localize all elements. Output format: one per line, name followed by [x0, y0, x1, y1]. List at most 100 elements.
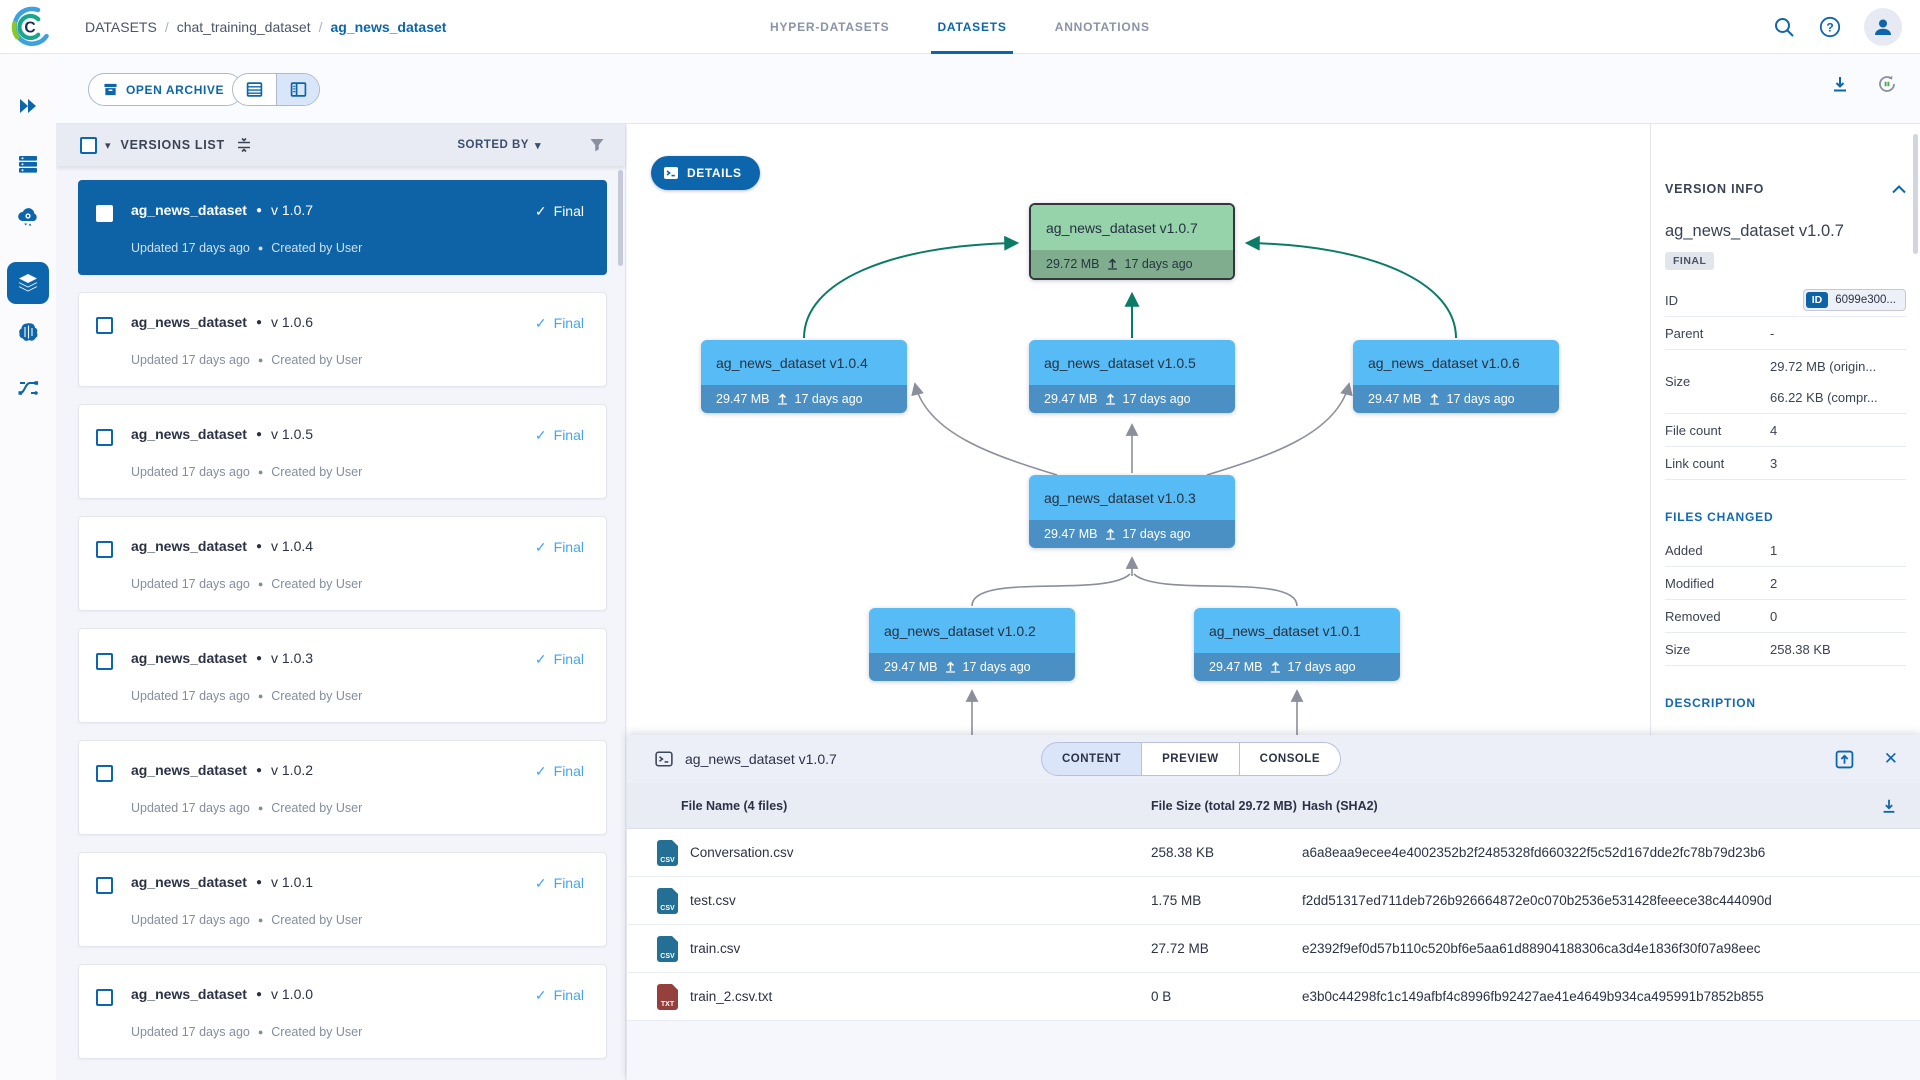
info-row-changed-size: Size 258.38 KB [1665, 633, 1906, 666]
graph-node-v1-0-6[interactable]: ag_news_dataset v1.0.6 29.47 MB 17 days … [1353, 340, 1559, 413]
txt-file-icon: TXT [657, 983, 678, 1010]
graph-node-v1-0-4[interactable]: ag_news_dataset v1.0.4 29.47 MB 17 days … [701, 340, 907, 413]
split-view-button[interactable] [276, 74, 319, 105]
version-checkbox[interactable] [96, 429, 113, 446]
graph-node-v1-0-2[interactable]: ag_news_dataset v1.0.2 29.47 MB 17 days … [869, 608, 1075, 681]
terminal-icon [664, 167, 678, 179]
tab-annotations[interactable]: ANNOTATIONS [1054, 20, 1150, 34]
clearml-logo-icon[interactable]: C [8, 5, 52, 49]
row-density-icon[interactable] [235, 136, 253, 154]
panel-filler [627, 1021, 1920, 1080]
info-row-id: ID ID 6099e300... [1665, 284, 1906, 317]
file-table-header: File Name (4 files) File Size (total 29.… [627, 783, 1920, 829]
info-row-removed: Removed 0 [1665, 600, 1906, 633]
info-row-added: Added 1 [1665, 534, 1906, 567]
open-archive-button[interactable]: OPEN ARCHIVE [88, 73, 244, 106]
tab-hyper-datasets[interactable]: HYPER-DATASETS [770, 20, 890, 34]
pipelines-icon[interactable] [16, 376, 40, 400]
download-icon[interactable] [1830, 74, 1850, 94]
version-checkbox[interactable] [96, 653, 113, 670]
graph-node-v1-0-1[interactable]: ag_news_dataset v1.0.1 29.47 MB 17 days … [1194, 608, 1400, 681]
versions-list: ag_news_dataset●v 1.0.7 ✓Final Updated 1… [56, 166, 625, 1059]
version-item-1-0-3[interactable]: ag_news_dataset●v 1.0.3 ✓Final Updated 1… [78, 628, 607, 723]
tab-console[interactable]: CONSOLE [1239, 742, 1342, 776]
sidebar-item-datasets[interactable] [7, 262, 49, 304]
tab-content[interactable]: CONTENT [1041, 742, 1143, 776]
version-item-1-0-1[interactable]: ag_news_dataset●v 1.0.1 ✓Final Updated 1… [78, 852, 607, 947]
id-pill[interactable]: ID 6099e300... [1802, 289, 1906, 311]
expand-panel-icon[interactable] [1835, 750, 1854, 769]
view-mode-toggle [232, 73, 320, 106]
sorted-by-button[interactable]: SORTED BY ▾ [457, 139, 541, 152]
info-row-parent: Parent - [1665, 317, 1906, 350]
version-item-1-0-2[interactable]: ag_news_dataset●v 1.0.2 ✓Final Updated 1… [78, 740, 607, 835]
layers-icon [18, 274, 38, 292]
svg-text:?: ? [1826, 21, 1833, 35]
graph-node-v1-0-7[interactable]: ag_news_dataset v1.0.7 29.72 MB 17 days … [1029, 203, 1235, 280]
version-checkbox[interactable] [96, 765, 113, 782]
upload-icon [1105, 528, 1115, 540]
version-name: ag_news_dataset v1.0.7 [1665, 222, 1844, 240]
chevron-up-icon[interactable] [1892, 184, 1906, 194]
graph-node-v1-0-5[interactable]: ag_news_dataset v1.0.5 29.47 MB 17 days … [1029, 340, 1235, 413]
info-scrollbar[interactable] [1913, 134, 1918, 254]
description-title: DESCRIPTION [1665, 696, 1756, 710]
upload-icon [1270, 661, 1280, 673]
select-all-checkbox[interactable] [80, 136, 97, 154]
details-button[interactable]: DETAILS [651, 156, 760, 190]
select-dropdown-caret-icon[interactable]: ▾ [105, 139, 111, 152]
graph-node-v1-0-3[interactable]: ag_news_dataset v1.0.3 29.47 MB 17 days … [1029, 475, 1235, 548]
files-changed-title: FILES CHANGED [1665, 510, 1774, 524]
csv-file-icon: CSV [657, 935, 678, 962]
versions-list-title: VERSIONS LIST [120, 138, 225, 152]
version-checkbox[interactable] [96, 205, 113, 222]
version-item-1-0-6[interactable]: ag_news_dataset●v 1.0.6 ✓Final Updated 1… [78, 292, 607, 387]
dataset-toolbar: OPEN ARCHIVE [56, 54, 1920, 124]
version-checkbox[interactable] [96, 877, 113, 894]
app-sidebar [0, 54, 56, 1080]
search-icon[interactable] [1772, 15, 1796, 39]
filter-icon[interactable] [589, 137, 605, 153]
versions-scrollbar[interactable] [618, 170, 623, 266]
version-checkbox[interactable] [96, 989, 113, 1006]
table-view-button[interactable] [233, 74, 276, 105]
breadcrumb-project[interactable]: chat_training_dataset [176, 19, 311, 35]
table-view-icon [246, 82, 263, 97]
workers-queues-icon[interactable] [16, 152, 40, 176]
autoscaler-cloud-icon[interactable] [16, 204, 40, 228]
panel-tabs: CONTENT PREVIEW CONSOLE [1041, 742, 1342, 776]
csv-file-icon: CSV [657, 839, 678, 866]
check-icon: ✓ [534, 203, 547, 219]
download-files-icon[interactable] [1880, 797, 1898, 815]
version-item-1-0-4[interactable]: ag_news_dataset●v 1.0.4 ✓Final Updated 1… [78, 516, 607, 611]
breadcrumb-current: ag_news_dataset [330, 19, 447, 35]
version-checkbox[interactable] [96, 317, 113, 334]
tab-datasets[interactable]: DATASETS [931, 0, 1014, 54]
close-panel-icon[interactable]: ✕ [1883, 749, 1898, 768]
auto-refresh-icon[interactable] [1876, 73, 1898, 95]
user-avatar[interactable] [1864, 8, 1902, 46]
help-icon[interactable]: ? [1818, 15, 1842, 39]
version-item-1-0-5[interactable]: ag_news_dataset●v 1.0.5 ✓Final Updated 1… [78, 404, 607, 499]
main-tabs: HYPER-DATASETS DATASETS ANNOTATIONS [770, 0, 1150, 54]
info-row-link-count: Link count 3 [1665, 447, 1906, 480]
archive-icon [104, 83, 117, 96]
file-content-panel: ag_news_dataset v1.0.7 CONTENT PREVIEW C… [627, 735, 1920, 1080]
upload-icon [1105, 393, 1115, 405]
version-info-title: VERSION INFO [1665, 182, 1765, 196]
models-brain-icon[interactable] [16, 320, 40, 344]
svg-text:C: C [24, 20, 35, 37]
breadcrumb-root[interactable]: DATASETS [85, 19, 157, 35]
final-badge: FINAL [1665, 252, 1715, 270]
version-item-1-0-7[interactable]: ag_news_dataset●v 1.0.7 ✓Final Updated 1… [78, 180, 607, 275]
version-checkbox[interactable] [96, 541, 113, 558]
split-view-icon [290, 82, 306, 97]
top-header: C DATASETS / chat_training_dataset / ag_… [0, 0, 1920, 54]
version-item-1-0-0[interactable]: ag_news_dataset●v 1.0.0 ✓Final Updated 1… [78, 964, 607, 1059]
expand-nav-icon[interactable] [16, 94, 40, 118]
tab-preview[interactable]: PREVIEW [1142, 742, 1240, 776]
